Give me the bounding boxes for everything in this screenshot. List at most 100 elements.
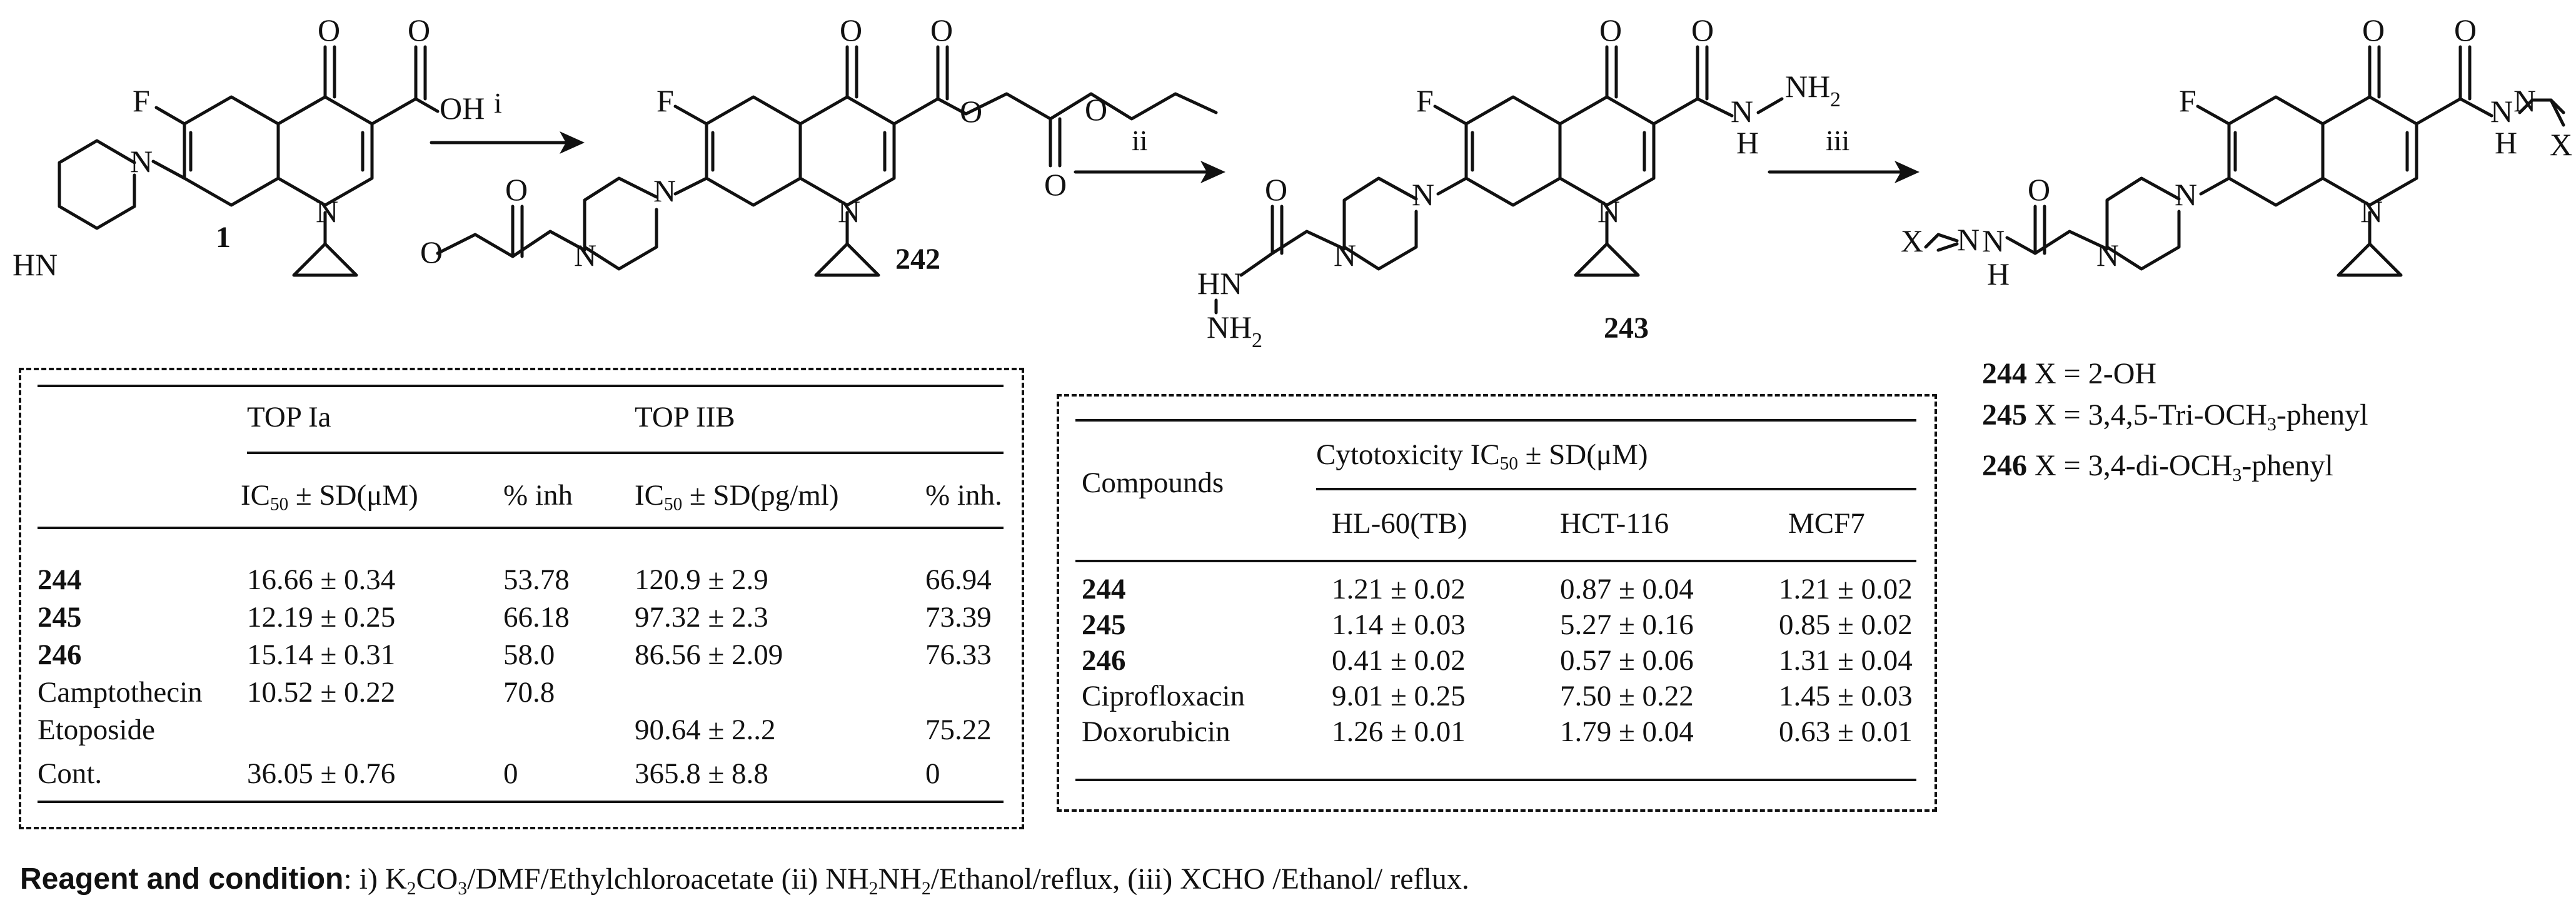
reaction-scheme: O O OH F N N HN 1 i O O O O O F N N N O … <box>13 13 2572 350</box>
atom-F: F <box>1416 83 1434 118</box>
cell-value: 73.39 <box>925 601 992 634</box>
atom-N: N <box>1731 94 1753 129</box>
cell-value: 9.01 ± 0.25 <box>1332 680 1466 712</box>
cell-value: 0.41 ± 0.02 <box>1332 644 1466 677</box>
step-label-i: i <box>494 87 502 119</box>
cell-value: 0 <box>503 757 518 790</box>
substituent-row: 245 X = 3,4,5-Tri-OCH3-phenyl <box>1982 398 2368 435</box>
cell-value: 75.22 <box>925 714 992 746</box>
atom-OH: OH <box>440 91 485 126</box>
svg-text:2: 2 <box>1252 329 1262 350</box>
cell-value: 10.52 ± 0.22 <box>247 676 396 709</box>
cell-value: 86.56 ± 2.09 <box>635 639 783 671</box>
atom-N: N <box>1334 238 1356 273</box>
atom-O: O <box>408 13 430 48</box>
atom-N: N <box>653 173 676 208</box>
table-rule <box>1075 560 1916 562</box>
table-rule <box>1075 419 1916 422</box>
atom-O: O <box>2028 172 2050 207</box>
row-name: 245 <box>1082 609 1126 641</box>
atom-X: X <box>1901 223 1923 258</box>
group-header-cytotoxicity: Cytotoxicity IC50 ± SD(μM) <box>1316 438 1648 474</box>
atom-F: F <box>657 83 674 118</box>
atom-N: N <box>2360 194 2383 229</box>
row-name: 244 <box>38 564 82 596</box>
row-name: 244 <box>1082 573 1126 605</box>
atom-NH2: NH <box>1785 69 1830 104</box>
row-name: Etoposide <box>38 714 155 746</box>
atom-O: O <box>1691 13 1714 48</box>
cell-value: 15.14 ± 0.31 <box>247 639 396 671</box>
row-name: Camptothecin <box>38 676 203 709</box>
atom-O: O <box>1265 172 1287 207</box>
row-name: 246 <box>1082 644 1126 677</box>
table-rule <box>38 385 1004 387</box>
atom-N: N <box>316 194 338 229</box>
atom-N: N <box>574 238 596 273</box>
atom-N: N <box>130 144 153 179</box>
col-header-ic50-pgml: IC50 ± SD(pg/ml) <box>635 479 839 515</box>
atom-O: O <box>2454 13 2477 48</box>
atom-N: N <box>838 194 860 229</box>
atom-N: N <box>2513 83 2536 118</box>
atom-HN: HN <box>13 247 58 282</box>
footer-label: Reagent and condition <box>20 862 344 896</box>
atom-O: O <box>840 13 862 48</box>
topoisomerase-table-box <box>19 368 1024 829</box>
compound-1-structure <box>58 45 440 277</box>
cell-value: 76.33 <box>925 639 992 671</box>
atom-O: O <box>1599 13 1622 48</box>
cell-value: 90.64 ± 2..2 <box>635 714 776 746</box>
cytotoxicity-table-box <box>1057 394 1937 812</box>
group-header-top2b: TOP IIB <box>635 401 735 433</box>
cell-value: 1.21 ± 0.02 <box>1779 573 1913 605</box>
atom-N: N <box>1597 194 1620 229</box>
atom-N: N <box>2096 238 2119 273</box>
atom-O: O <box>318 13 340 48</box>
row-name: Ciprofloxacin <box>1082 680 1245 712</box>
col-header-compounds: Compounds <box>1082 467 1224 499</box>
atom-X: X <box>2550 127 2572 162</box>
atom-N: N <box>1982 223 2005 258</box>
atom-N: N <box>2490 94 2513 129</box>
cell-value: 7.50 ± 0.22 <box>1560 680 1694 712</box>
table-rule <box>38 527 1004 529</box>
svg-text:2: 2 <box>1830 88 1841 111</box>
col-header-ic50-um: IC50 ± SD(μM) <box>241 479 418 515</box>
cell-value: 0.85 ± 0.02 <box>1779 609 1913 641</box>
compound-label-1: 1 <box>216 221 231 254</box>
cell-value: 36.05 ± 0.76 <box>247 757 396 790</box>
table-rule <box>1075 779 1916 781</box>
col-header-hct116: HCT-116 <box>1560 507 1669 540</box>
cell-value: 70.8 <box>503 676 555 709</box>
cell-value: 1.79 ± 0.04 <box>1560 715 1694 748</box>
cell-value: 66.18 <box>503 601 570 634</box>
atom-O: O <box>1085 92 1107 127</box>
cell-value: 58.0 <box>503 639 555 671</box>
cell-value: 1.14 ± 0.03 <box>1332 609 1466 641</box>
atom-O: O <box>1044 167 1067 202</box>
compound-label-242: 242 <box>895 243 940 276</box>
substituent-list: 244 X = 2-OH 245 X = 3,4,5-Tri-OCH3-phen… <box>1982 353 2368 496</box>
atom-N: N <box>1412 177 1434 212</box>
cell-value: 53.78 <box>503 564 570 596</box>
atom-N: N <box>1957 222 1980 257</box>
product-structure <box>1924 45 2565 277</box>
cell-value: 12.19 ± 0.25 <box>247 601 396 634</box>
atom-O: O <box>930 13 953 48</box>
atom-H: H <box>1987 256 2010 291</box>
cell-value: 97.32 ± 2.3 <box>635 601 768 634</box>
atom-O: O <box>420 235 443 270</box>
arrowhead <box>1200 161 1225 183</box>
table-rule <box>38 801 1004 803</box>
cell-value: 0.63 ± 0.01 <box>1779 715 1913 748</box>
atom-H: H <box>2495 125 2517 160</box>
col-header-inh2: % inh. <box>925 479 1002 512</box>
atom-HN: HN <box>1197 266 1242 301</box>
cell-value: 5.27 ± 0.16 <box>1560 609 1694 641</box>
atom-NH2: NH <box>1207 310 1252 345</box>
cell-value: 1.45 ± 0.03 <box>1779 680 1913 712</box>
step-label-iii: iii <box>1826 124 1849 156</box>
cell-value: 1.31 ± 0.04 <box>1779 644 1913 677</box>
cell-value: 0 <box>925 757 940 790</box>
